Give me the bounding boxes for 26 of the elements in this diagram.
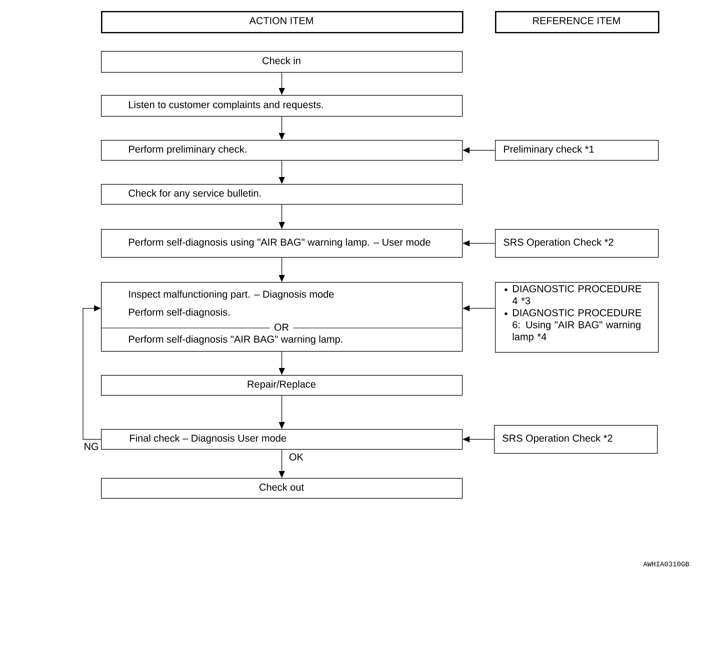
arrow <box>82 305 102 440</box>
process-box: Listen to customer complaints and requests. <box>101 95 463 117</box>
arrow <box>278 204 285 229</box>
process-box: Check for any service bulletin. <box>101 184 463 205</box>
edge-label: OK <box>288 452 304 464</box>
arrow <box>278 351 285 375</box>
arrow <box>278 395 285 429</box>
process-box: Perform preliminary check. <box>101 140 463 161</box>
process-box: Check out <box>101 478 463 499</box>
arrow <box>278 72 285 95</box>
process-box: Repair/Replace <box>101 375 463 396</box>
process-box: Final check – Diagnosis User mode <box>101 429 463 450</box>
arrow <box>278 257 285 282</box>
arrow <box>278 160 285 184</box>
edge-label: NG <box>82 442 100 453</box>
reference-box: SRS Operation Check *2 <box>495 229 659 258</box>
reference-box: SRS Operation Check *2 <box>494 425 658 454</box>
process-box: Perform self-diagnosis using "AIR BAG" warning lamp. – User mode <box>101 229 463 258</box>
reference-box: DIAGNOSTIC PROCEDURE 4 *3 DIAGNOSTIC PROCEDURE 6: Using "AIR BAG" warning lamp *4 <box>495 282 659 353</box>
arrow <box>278 449 285 478</box>
reference-box: Preliminary check *1 <box>495 140 659 161</box>
column-header: ACTION ITEM <box>101 11 464 34</box>
process-box: Inspect malfunctioning part. – Diagnosis mode Perform self-diagnosis. OR Perform self-diagnosis "AIR BAG" warning lamp. <box>100 282 463 352</box>
column-header: REFERENCE ITEM <box>495 11 660 34</box>
arrow <box>278 116 285 140</box>
process-box: Check in <box>101 51 463 73</box>
